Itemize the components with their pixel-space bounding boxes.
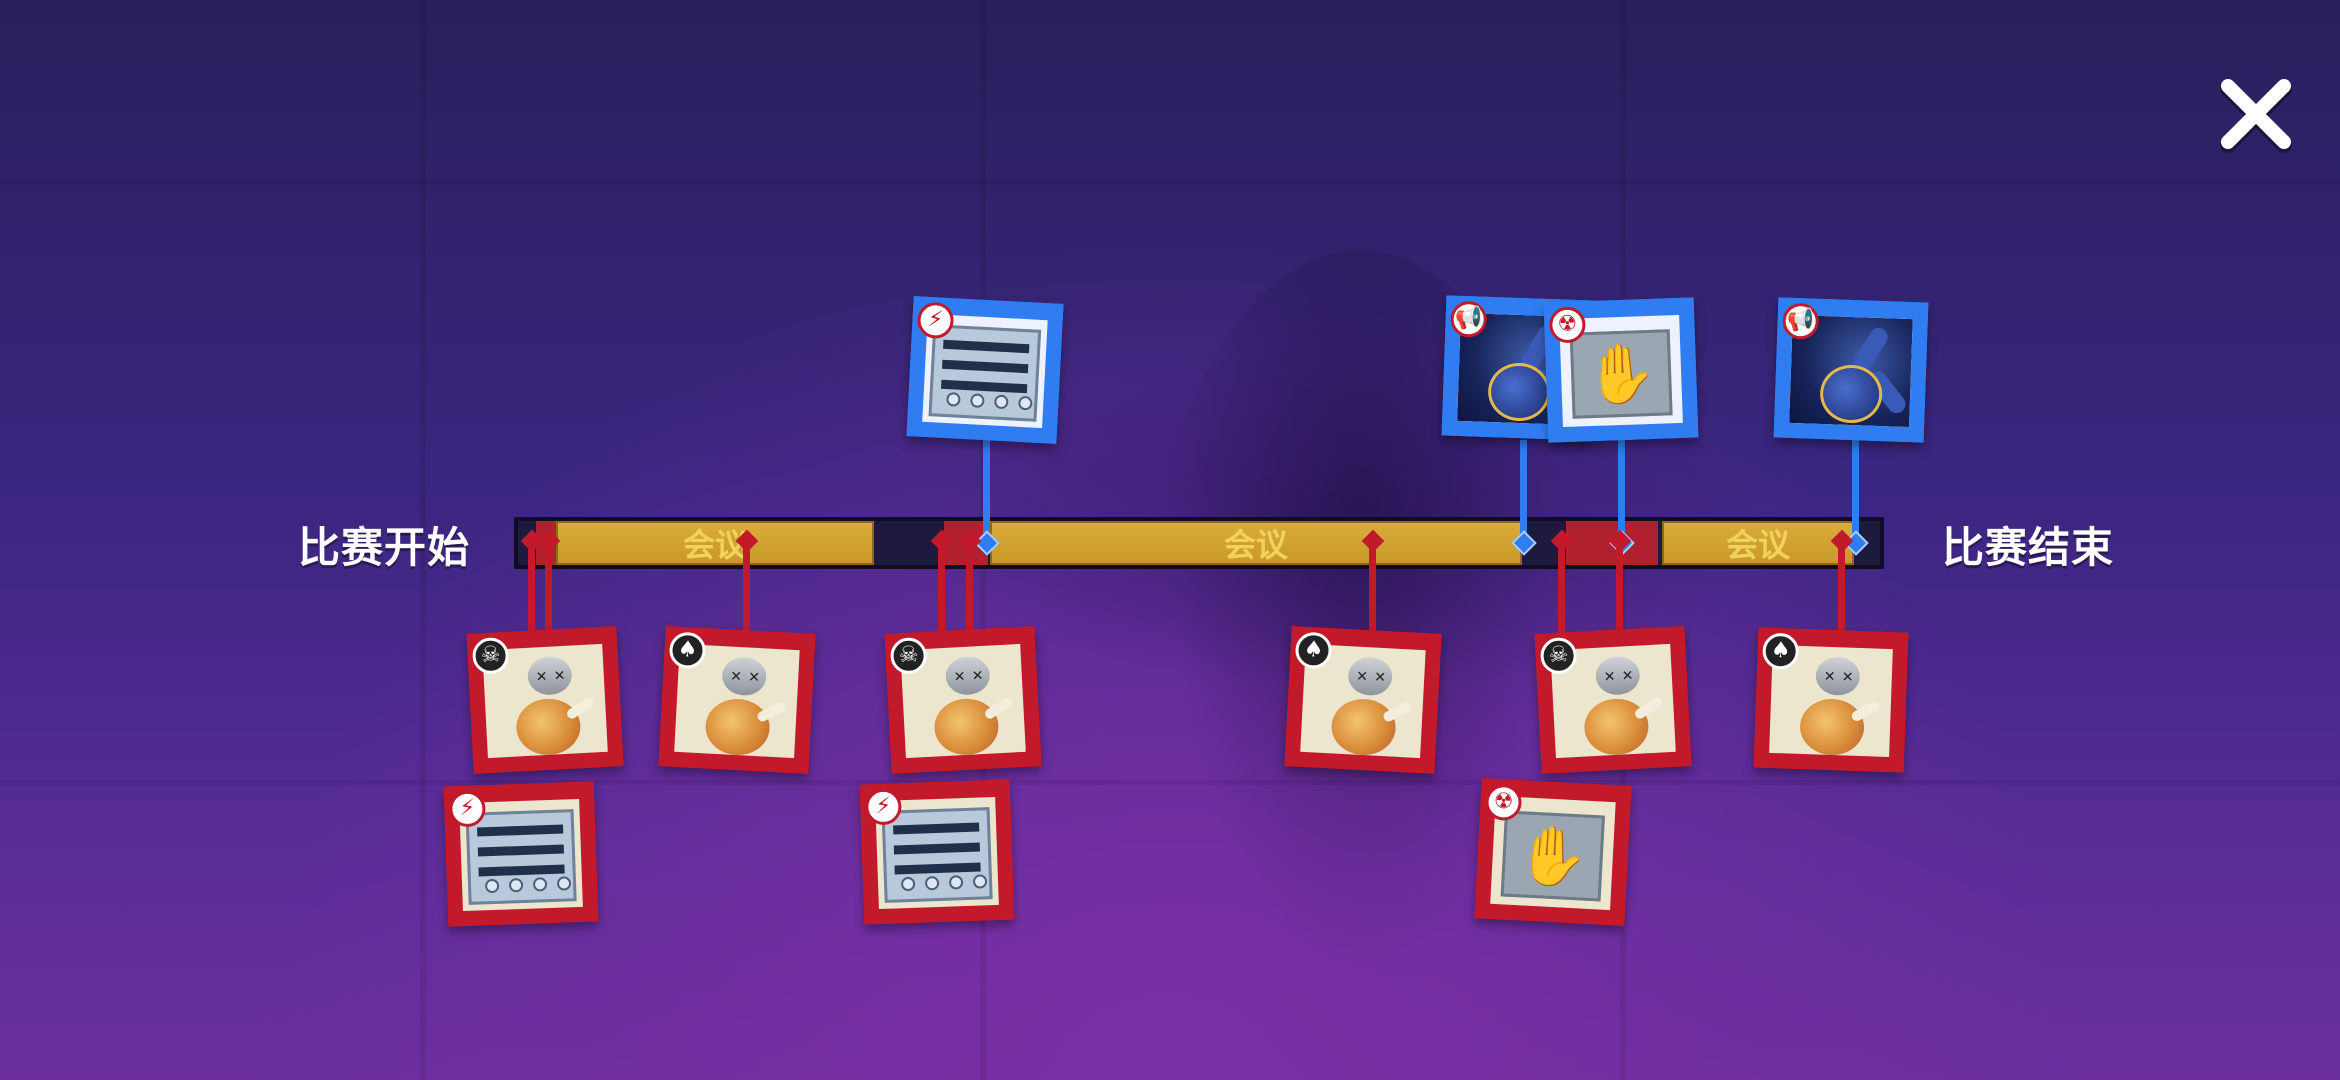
event-card-elimination[interactable]: ✕✕ ♠ [1284, 626, 1442, 774]
event-stem [966, 540, 973, 640]
event-card-sabotage[interactable]: ✋ ☢ [1543, 297, 1699, 443]
event-stem [1369, 540, 1376, 640]
event-stem [938, 540, 945, 640]
event-stem [1616, 540, 1623, 640]
event-stem [743, 540, 750, 640]
event-card-kill[interactable]: ✕✕ ☠ [884, 626, 1042, 774]
event-stem [545, 540, 552, 640]
match-end-label: 比赛结束 [1942, 523, 2115, 572]
event-card-power[interactable]: ⚡ [859, 779, 1015, 925]
event-stem [1852, 440, 1859, 540]
event-stem [983, 440, 990, 540]
event-card-power[interactable]: ⚡ [906, 296, 1064, 444]
meeting-segment: 会议 [990, 521, 1522, 565]
event-stem [528, 540, 535, 640]
background-wall-line [420, 0, 426, 1080]
close-button[interactable] [2216, 74, 2296, 154]
event-card-power[interactable]: ⚡ [443, 781, 599, 927]
control-panel-picture [881, 807, 993, 903]
red-hand-screen-picture: ✋ [1500, 810, 1605, 902]
match-start-label: 比赛开始 [298, 523, 471, 572]
event-card-elimination[interactable]: ✕✕ ♠ [658, 626, 816, 774]
event-card-sabotage[interactable]: ✋ ☢ [1474, 778, 1632, 926]
event-card-kill[interactable]: ✕✕ ☠ [1534, 626, 1692, 774]
meeting-segment: 会议 [556, 521, 874, 565]
event-stem [1520, 440, 1527, 540]
red-hand-screen-picture: ✋ [1569, 329, 1673, 419]
control-panel-picture [465, 809, 577, 905]
event-stem [1558, 540, 1565, 640]
control-panel-picture [928, 324, 1042, 422]
background-wall-line [0, 780, 2340, 785]
event-stem [1838, 540, 1845, 640]
event-card-elimination[interactable]: ✕✕ ♠ [1753, 627, 1909, 773]
event-card-meeting-called[interactable]: 📢 [1773, 297, 1929, 443]
event-card-kill[interactable]: ✕✕ ☠ [466, 626, 624, 774]
background-wall-line [0, 180, 2340, 185]
event-stem [1618, 440, 1625, 540]
meeting-segment: 会议 [1662, 521, 1854, 565]
close-icon [2220, 79, 2292, 153]
